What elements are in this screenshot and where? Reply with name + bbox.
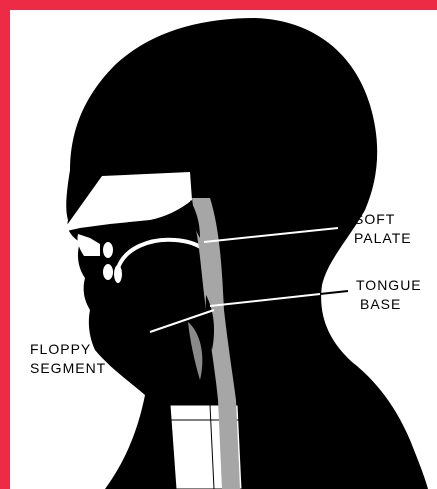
label-tongue-base: TONGUE BASE: [356, 276, 422, 314]
diagram-frame: SOFT PALATE TONGUE BASE FLOPPY SEGMENT: [10, 10, 437, 489]
label-floppy-segment: FLOPPY SEGMENT: [30, 340, 106, 378]
lower-tooth: [103, 264, 113, 280]
head-airway-diagram: [10, 10, 437, 489]
label-floppy-segment-line2: SEGMENT: [30, 359, 106, 378]
leader-tongue-base-ext: [320, 291, 348, 294]
label-soft-palate-line2: PALATE: [354, 229, 412, 248]
label-floppy-segment-line1: FLOPPY: [30, 340, 106, 359]
label-soft-palate-line1: SOFT: [354, 210, 412, 229]
label-tongue-base-line2: BASE: [356, 295, 422, 314]
leader-soft-palate-ext: [338, 227, 350, 228]
head-silhouette: [66, 18, 428, 489]
label-tongue-base-line1: TONGUE: [356, 276, 422, 295]
lower-tooth-2: [114, 265, 122, 283]
label-soft-palate: SOFT PALATE: [354, 210, 412, 248]
upper-tooth: [103, 242, 113, 258]
